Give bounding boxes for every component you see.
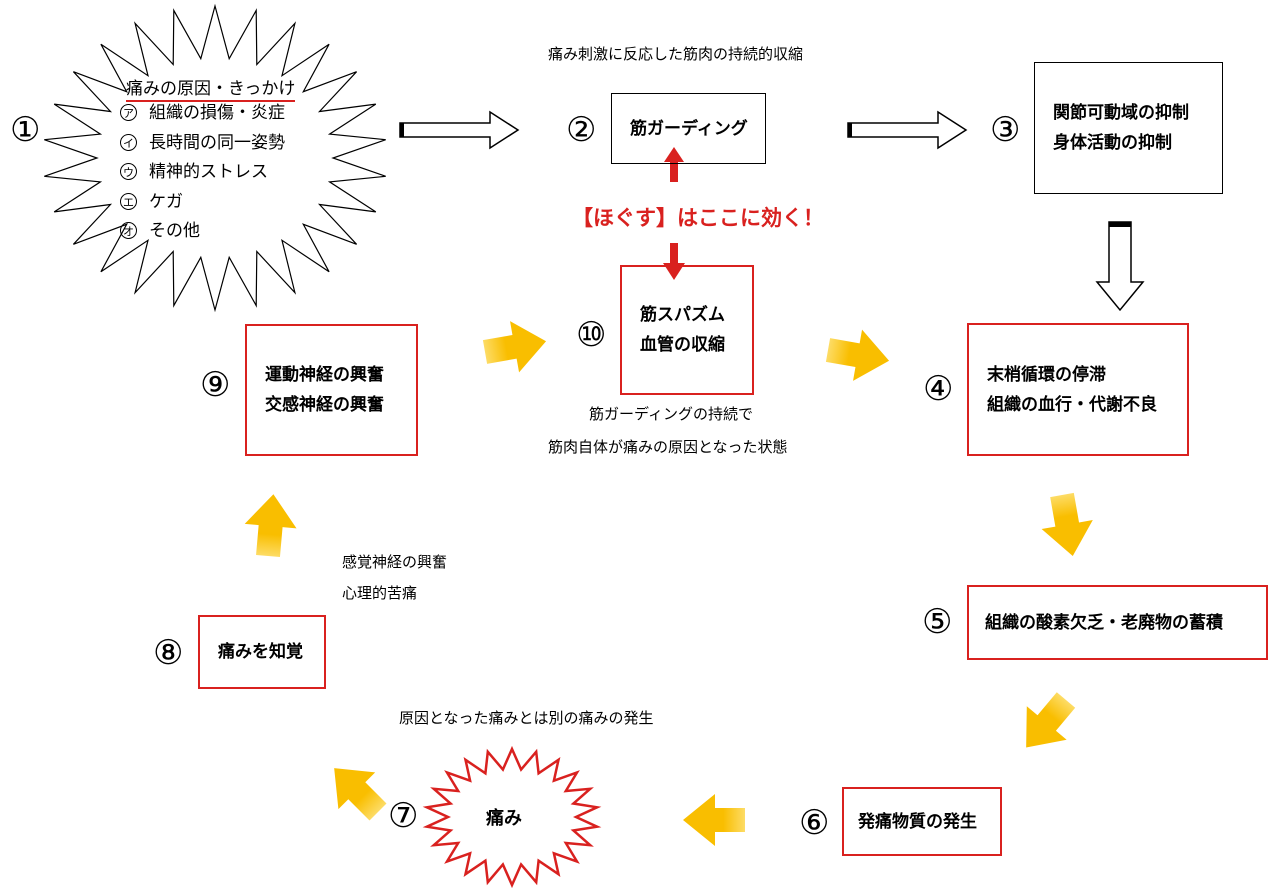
step2-label: 筋ガーディング bbox=[630, 118, 748, 139]
red-arrow-down bbox=[663, 243, 685, 280]
cause-item: ウ精神的ストレス bbox=[120, 158, 285, 188]
cause-item: オその他 bbox=[120, 217, 285, 247]
step8-label: 痛みを知覚 bbox=[218, 642, 303, 662]
arrow-3-to-4 bbox=[1095, 221, 1145, 312]
step7-label: 痛み bbox=[486, 808, 522, 829]
red-arrow-up bbox=[664, 147, 684, 182]
step10-box: 筋スパズム 血管の収縮 bbox=[620, 265, 754, 395]
step2-box: 筋ガーディング bbox=[611, 93, 766, 164]
arrow-4-to-5 bbox=[1036, 490, 1099, 561]
step6-label: 発痛物質の発生 bbox=[858, 811, 977, 832]
step2-note: 痛み刺激に反応した筋肉の持続的収縮 bbox=[548, 45, 804, 63]
step2-number: ② bbox=[566, 110, 597, 150]
step8-note-line2: 心理的苦痛 bbox=[342, 584, 418, 602]
step9-number: ⑨ bbox=[200, 365, 231, 405]
step4-line2: 組織の血行・代謝不良 bbox=[987, 394, 1157, 415]
cause-marker: オ bbox=[120, 222, 137, 239]
step3-number: ③ bbox=[990, 110, 1021, 150]
cause-marker: ウ bbox=[120, 163, 137, 180]
cause-marker: ア bbox=[120, 104, 137, 121]
step4-line1: 末梢循環の停滞 bbox=[987, 364, 1106, 385]
step8-box: 痛みを知覚 bbox=[198, 615, 326, 689]
step3-line2: 身体活動の抑制 bbox=[1053, 133, 1172, 153]
arrow-6-to-7 bbox=[683, 794, 745, 846]
step10-note-line1: 筋ガーディングの持続で bbox=[589, 405, 753, 423]
arrow-2-to-3 bbox=[847, 111, 967, 149]
hogusu-callout: 【ほぐす】はここに効く！ bbox=[572, 206, 824, 230]
step3-box: 関節可動域の抑制 身体活動の抑制 bbox=[1034, 62, 1223, 194]
cause-title: 痛みの原因・きっかけ bbox=[126, 74, 296, 102]
step10-line1: 筋スパズム bbox=[640, 305, 725, 325]
step9-line2: 交感神経の興奮 bbox=[265, 395, 384, 415]
pain-starburst bbox=[422, 745, 602, 889]
step5-number: ⑤ bbox=[922, 602, 953, 642]
arrow-1-to-2 bbox=[399, 111, 519, 149]
step4-number: ④ bbox=[923, 369, 954, 409]
step4-box: 末梢循環の停滞 組織の血行・代謝不良 bbox=[967, 323, 1189, 456]
step7-note: 原因となった痛みとは別の痛みの発生 bbox=[399, 709, 654, 727]
cause-item: エケガ bbox=[120, 188, 285, 218]
arrow-8-to-9 bbox=[242, 491, 300, 559]
step9-box: 運動神経の興奮 交感神経の興奮 bbox=[245, 324, 418, 456]
cause-item-label: 長時間の同一姿勢 bbox=[149, 132, 285, 153]
step7-number: ⑦ bbox=[388, 796, 419, 836]
step9-line1: 運動神経の興奮 bbox=[265, 365, 384, 385]
step10-note-line2: 筋肉自体が痛みの原因となった状態 bbox=[548, 438, 788, 456]
cause-item-label: 組織の損傷・炎症 bbox=[149, 103, 285, 123]
cause-item-label: その他 bbox=[149, 221, 200, 241]
cause-marker: エ bbox=[120, 192, 137, 210]
step6-number: ⑥ bbox=[799, 803, 830, 843]
arrow-7-to-8 bbox=[315, 749, 397, 831]
cause-number: ① bbox=[10, 110, 41, 150]
cause-item: ア組織の損傷・炎症 bbox=[120, 99, 285, 129]
step3-line1: 関節可動域の抑制 bbox=[1053, 103, 1189, 123]
cause-item: イ長時間の同一姿勢 bbox=[120, 129, 285, 159]
step10-line2: 血管の収縮 bbox=[640, 335, 725, 355]
arrow-5-to-6 bbox=[1006, 683, 1086, 765]
step8-note-line1: 感覚神経の興奮 bbox=[342, 553, 448, 571]
cause-item-label: ケガ bbox=[149, 191, 183, 212]
cause-item-label: 精神的ストレス bbox=[149, 162, 268, 182]
step8-number: ⑧ bbox=[153, 633, 184, 673]
step5-box: 組織の酸素欠乏・老廃物の蓄積 bbox=[967, 585, 1268, 660]
arrow-9-to-10 bbox=[480, 315, 551, 378]
arrow-10-to-4 bbox=[823, 324, 894, 387]
cause-list: ア組織の損傷・炎症 イ長時間の同一姿勢 ウ精神的ストレス エケガ オその他 bbox=[120, 99, 285, 247]
cause-marker: イ bbox=[120, 133, 137, 151]
step10-number: ⑩ bbox=[576, 315, 607, 355]
step6-box: 発痛物質の発生 bbox=[842, 787, 1002, 856]
step5-label: 組織の酸素欠乏・老廃物の蓄積 bbox=[985, 612, 1223, 633]
